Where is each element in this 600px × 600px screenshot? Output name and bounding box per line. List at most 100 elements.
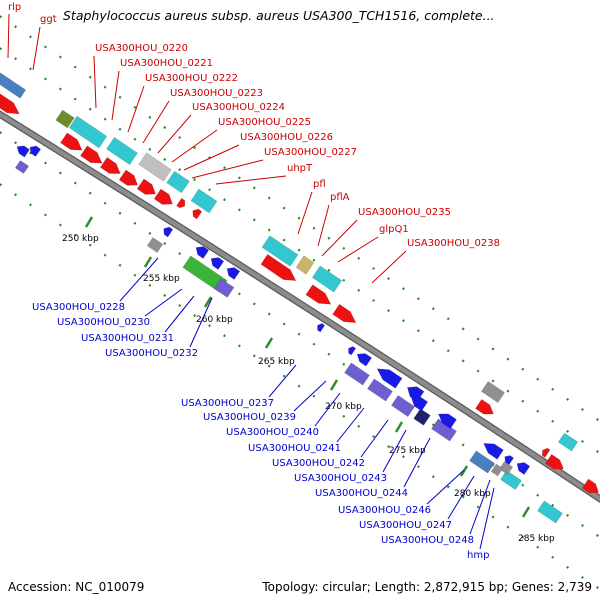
gene-feature[interactable] bbox=[166, 170, 190, 194]
forward-gene-label[interactable]: USA300HOU_0226 bbox=[240, 132, 333, 143]
gene-feature[interactable] bbox=[138, 152, 172, 182]
gene-feature[interactable] bbox=[80, 145, 103, 164]
gene-feature[interactable] bbox=[516, 462, 531, 475]
gene-features bbox=[0, 70, 600, 524]
gene-feature[interactable] bbox=[99, 156, 121, 174]
gene-feature[interactable] bbox=[0, 70, 27, 99]
forward-label-leader bbox=[7, 13, 10, 59]
reverse-label-leader bbox=[293, 380, 327, 412]
gene-feature[interactable] bbox=[581, 478, 600, 494]
scale-label: 250 kbp bbox=[62, 234, 99, 244]
gene-feature[interactable] bbox=[469, 450, 495, 474]
gene-feature[interactable] bbox=[136, 178, 156, 195]
gene-feature[interactable] bbox=[226, 267, 241, 280]
gene-feature[interactable] bbox=[213, 278, 235, 298]
gene-feature[interactable] bbox=[498, 461, 514, 475]
gene-feature[interactable] bbox=[332, 303, 357, 324]
gene-feature[interactable] bbox=[344, 362, 370, 386]
gene-feature[interactable] bbox=[295, 255, 315, 275]
gene-feature[interactable] bbox=[192, 208, 203, 220]
gene-feature[interactable] bbox=[14, 160, 30, 174]
gene-feature[interactable] bbox=[317, 323, 326, 333]
forward-gene-label[interactable]: pfl bbox=[313, 179, 326, 190]
reverse-label-leader bbox=[360, 419, 389, 458]
gene-feature[interactable] bbox=[557, 432, 579, 452]
gene-feature[interactable] bbox=[16, 145, 30, 158]
forward-label-leader bbox=[317, 204, 330, 247]
gene-feature[interactable] bbox=[413, 408, 431, 426]
gene-feature[interactable] bbox=[176, 197, 186, 209]
forward-label-leader bbox=[371, 250, 407, 284]
gene-feature[interactable] bbox=[260, 253, 297, 281]
forward-gene-label[interactable]: ggt bbox=[40, 14, 57, 25]
forward-label-leader bbox=[297, 191, 313, 235]
gene-feature[interactable] bbox=[60, 132, 83, 151]
forward-gene-label[interactable]: rlp bbox=[8, 2, 21, 13]
reverse-label-leader bbox=[403, 437, 431, 488]
reverse-gene-label[interactable]: USA300HOU_0240 bbox=[226, 427, 319, 438]
forward-gene-label[interactable]: USA300HOU_0227 bbox=[264, 147, 357, 158]
reverse-gene-label[interactable]: USA300HOU_0228 bbox=[32, 302, 125, 313]
gene-feature[interactable] bbox=[541, 447, 551, 458]
forward-gene-label[interactable]: USA300HOU_0225 bbox=[218, 117, 311, 128]
reverse-gene-label[interactable]: hmp bbox=[467, 550, 489, 561]
forward-gene-label[interactable]: USA300HOU_0220 bbox=[95, 43, 188, 54]
forward-gene-label[interactable]: glpQ1 bbox=[379, 224, 409, 235]
gene-feature[interactable] bbox=[410, 396, 429, 412]
gene-feature[interactable] bbox=[367, 378, 393, 402]
gene-feature[interactable] bbox=[195, 246, 210, 259]
track-guide-line bbox=[0, 46, 600, 455]
gene-feature[interactable] bbox=[68, 115, 108, 149]
forward-gene-label[interactable]: uhpT bbox=[287, 163, 313, 174]
reverse-gene-label[interactable]: USA300HOU_0230 bbox=[57, 317, 150, 328]
gene-feature[interactable] bbox=[29, 145, 42, 157]
reverse-gene-label[interactable]: USA300HOU_0247 bbox=[359, 520, 452, 531]
gene-feature[interactable] bbox=[146, 237, 164, 253]
scale-tick bbox=[394, 421, 404, 433]
gene-feature[interactable] bbox=[118, 169, 138, 186]
gene-feature[interactable] bbox=[305, 284, 332, 305]
gene-feature[interactable] bbox=[261, 235, 299, 267]
reverse-gene-label[interactable]: USA300HOU_0232 bbox=[105, 348, 198, 359]
gene-feature[interactable] bbox=[55, 109, 75, 129]
gene-feature[interactable] bbox=[500, 469, 522, 491]
forward-gene-label[interactable]: USA300HOU_0221 bbox=[120, 58, 213, 69]
gene-feature[interactable] bbox=[480, 380, 506, 404]
forward-gene-label[interactable]: USA300HOU_0235 bbox=[358, 207, 451, 218]
reverse-gene-label[interactable]: USA300HOU_0246 bbox=[338, 505, 431, 516]
gene-feature[interactable] bbox=[106, 136, 138, 166]
gene-feature[interactable] bbox=[190, 188, 218, 214]
gene-feature[interactable] bbox=[504, 455, 515, 466]
forward-gene-label[interactable]: USA300HOU_0223 bbox=[170, 88, 263, 99]
reverse-gene-label[interactable]: USA300HOU_0237 bbox=[181, 398, 274, 409]
gene-feature[interactable] bbox=[348, 346, 357, 356]
reverse-gene-label[interactable]: USA300HOU_0243 bbox=[294, 473, 387, 484]
reverse-gene-label[interactable]: USA300HOU_0242 bbox=[272, 458, 365, 469]
gene-feature[interactable] bbox=[537, 500, 563, 524]
gene-feature[interactable] bbox=[490, 463, 504, 477]
reverse-gene-label[interactable]: USA300HOU_0248 bbox=[381, 535, 474, 546]
gene-feature[interactable] bbox=[356, 353, 373, 367]
reverse-gene-label[interactable]: USA300HOU_0241 bbox=[248, 443, 341, 454]
gene-feature[interactable] bbox=[475, 398, 494, 415]
gene-feature[interactable] bbox=[311, 265, 343, 293]
gene-feature[interactable] bbox=[390, 394, 416, 418]
gene-feature[interactable] bbox=[483, 443, 504, 460]
forward-gene-label[interactable]: pflA bbox=[330, 192, 350, 203]
reverse-gene-label[interactable]: USA300HOU_0239 bbox=[203, 412, 296, 423]
forward-gene-label[interactable]: USA300HOU_0222 bbox=[145, 73, 238, 84]
gene-feature[interactable] bbox=[545, 453, 564, 470]
gene-feature[interactable] bbox=[438, 413, 457, 430]
forward-gene-label[interactable]: USA300HOU_0238 bbox=[407, 238, 500, 249]
reverse-gene-label[interactable]: USA300HOU_0231 bbox=[81, 333, 174, 344]
reverse-gene-label[interactable]: USA300HOU_0244 bbox=[315, 488, 408, 499]
gene-feature[interactable] bbox=[153, 188, 173, 205]
gene-feature[interactable] bbox=[210, 257, 225, 270]
gene-feature[interactable] bbox=[0, 91, 20, 115]
gene-feature[interactable] bbox=[182, 255, 228, 293]
gene-feature[interactable] bbox=[376, 368, 403, 389]
forward-gene-label[interactable]: USA300HOU_0224 bbox=[192, 102, 285, 113]
forward-label-leader bbox=[191, 159, 264, 179]
gene-feature[interactable] bbox=[163, 226, 174, 238]
